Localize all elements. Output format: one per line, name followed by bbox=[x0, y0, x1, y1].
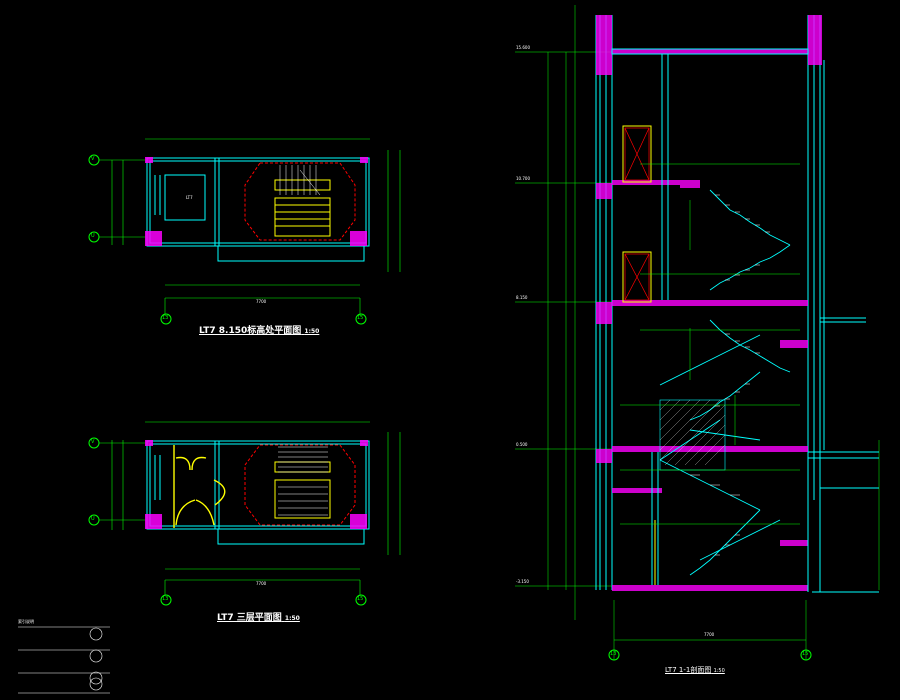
section-door-frames bbox=[622, 125, 656, 585]
plan1-axis-bubbles bbox=[88, 154, 367, 325]
plan1-columns bbox=[145, 157, 368, 246]
section-doors bbox=[624, 127, 650, 301]
section-interior-walls bbox=[651, 54, 669, 585]
section-1-1 bbox=[515, 5, 880, 661]
plan1-door-swing bbox=[244, 162, 356, 241]
plan1-stair-treads bbox=[279, 165, 321, 196]
plan2-doors bbox=[173, 445, 226, 528]
section-roof-slab bbox=[611, 48, 809, 55]
section-ground-extension bbox=[807, 317, 879, 593]
plan2-dimensions bbox=[111, 421, 401, 596]
plan2-columns bbox=[145, 440, 368, 529]
plan2-walls bbox=[146, 440, 370, 545]
plan1-dimensions bbox=[111, 138, 401, 316]
plan1-walls bbox=[146, 157, 370, 262]
section-right-wall bbox=[807, 15, 825, 500]
section-inner-dims bbox=[620, 163, 800, 525]
plan1-stair bbox=[274, 179, 331, 237]
section-stair-treads bbox=[690, 194, 770, 556]
plan-third-floor bbox=[88, 421, 401, 606]
plan2-door-swing bbox=[244, 444, 356, 526]
plan2-stair-treads bbox=[278, 446, 328, 516]
section-axis-bubbles bbox=[608, 649, 812, 661]
plan-8150 bbox=[88, 138, 401, 325]
legend-table bbox=[18, 626, 110, 694]
plan2-axis-bubbles bbox=[88, 437, 367, 606]
